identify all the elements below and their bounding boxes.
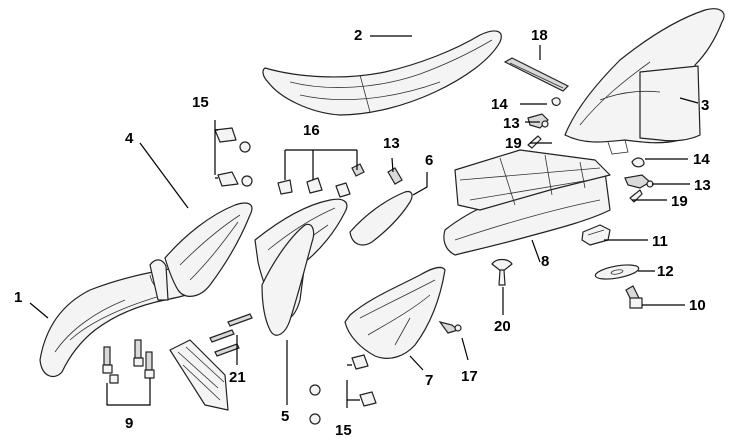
callout-label-3: 3 <box>701 97 710 114</box>
fastener-part <box>625 285 643 309</box>
bolt-set-21 <box>209 313 253 357</box>
clip-set-15-top <box>214 127 253 187</box>
small-shroud-part <box>349 190 413 246</box>
screw-part <box>438 321 462 334</box>
clip-set-16 <box>277 163 365 198</box>
callout-label-6: 6 <box>425 152 434 169</box>
bolt-set-9 <box>102 339 155 384</box>
callout-label-2: 2 <box>354 27 363 44</box>
clip-group-right <box>624 157 654 203</box>
callout-label-18: 18 <box>531 27 548 44</box>
bracket-part <box>581 224 611 246</box>
callout-label-8: 8 <box>541 253 550 270</box>
radiator-scoop-part <box>261 223 315 336</box>
callout-label-16: 16 <box>303 122 320 139</box>
rubber-disc-part <box>594 264 640 280</box>
clip-set-15-bottom <box>309 354 377 425</box>
leader-lines <box>29 35 699 408</box>
callout-label-13-top-left: 13 <box>383 135 400 152</box>
callout-label-5: 5 <box>281 408 290 425</box>
seat-part <box>262 30 502 116</box>
callout-label-20: 20 <box>494 318 511 335</box>
callout-label-15-bottom: 15 <box>335 422 352 439</box>
clip-group-top <box>527 97 561 149</box>
callout-label-4: 4 <box>125 130 134 147</box>
callout-label-14-right: 14 <box>693 151 710 168</box>
callout-label-1: 1 <box>14 289 23 306</box>
rear-fender-part <box>564 8 725 155</box>
trim-strip-part <box>503 57 570 92</box>
callout-label-21: 21 <box>229 369 246 386</box>
callout-label-19-right: 19 <box>671 193 688 210</box>
callout-label-13-top: 13 <box>503 115 520 132</box>
callout-label-15-top: 15 <box>192 94 209 111</box>
number-plate-grille-part <box>169 339 229 411</box>
callout-label-11: 11 <box>652 233 668 250</box>
clip-13-top-left <box>387 167 403 185</box>
side-panel-part <box>344 266 446 359</box>
callout-label-19-top: 19 <box>505 135 522 152</box>
callout-label-7: 7 <box>425 372 434 389</box>
callout-label-9: 9 <box>125 415 134 432</box>
callout-label-10: 10 <box>689 297 706 314</box>
left-shroud-part <box>164 202 253 297</box>
callout-label-17: 17 <box>461 368 478 385</box>
callout-label-14-top: 14 <box>491 96 508 113</box>
push-pin-part <box>491 258 513 286</box>
callout-label-13-right: 13 <box>694 177 711 194</box>
rear-subframe-part <box>443 149 611 256</box>
callout-label-12: 12 <box>657 263 674 280</box>
